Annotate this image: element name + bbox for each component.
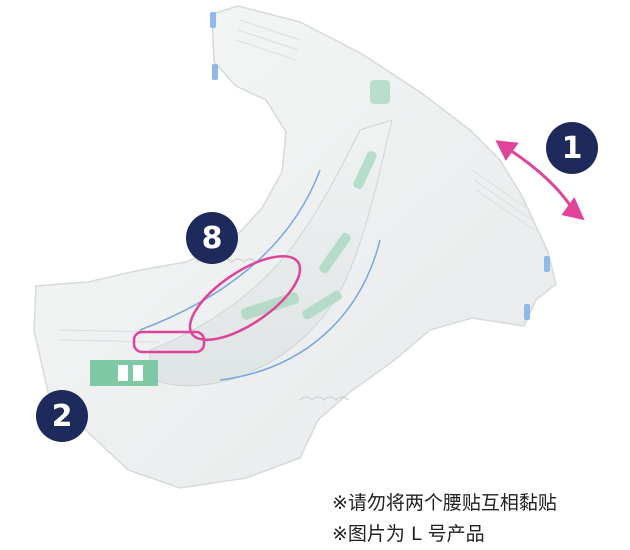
ruffle-edge-2 — [299, 396, 349, 402]
absorbent-channel — [149, 119, 393, 387]
notes: ※请勿将两个腰贴互相黏贴 ※图片为 L 号产品 — [332, 488, 630, 550]
leak-guard-line-outer — [219, 239, 381, 381]
stretch-arrow-icon — [495, 140, 585, 221]
highlight-rect — [132, 330, 206, 354]
waist-band — [59, 19, 535, 343]
badge-one: 1 — [546, 122, 598, 174]
wetness-indicator — [90, 360, 158, 386]
note-line-2: ※图片为 L 号产品 — [332, 523, 485, 545]
note-line-1: ※请勿将两个腰贴互相黏贴 — [332, 492, 557, 514]
badge-eight: 8 — [186, 212, 238, 264]
fastening-tabs — [210, 12, 550, 320]
leak-guard-line-inner — [139, 169, 321, 331]
badge-two: 2 — [36, 390, 88, 442]
highlight-ellipse — [188, 254, 302, 342]
